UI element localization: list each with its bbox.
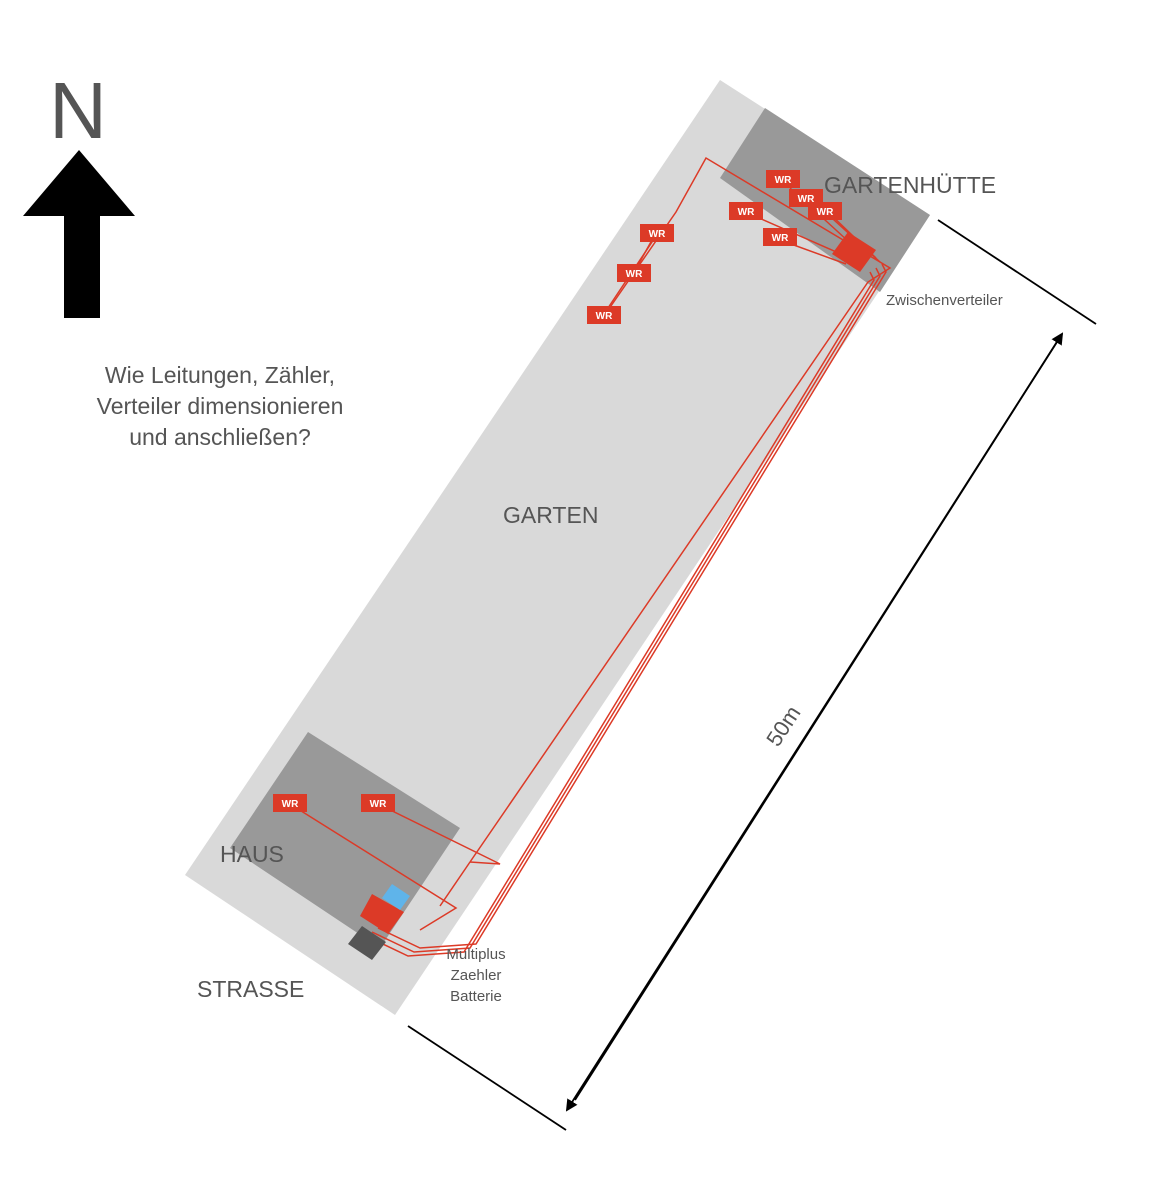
- label-garten: GARTEN: [503, 502, 598, 528]
- label-haus: HAUS: [220, 841, 284, 867]
- inverter: WR: [766, 170, 800, 188]
- question-line-3: und anschließen?: [129, 424, 311, 450]
- zwischenverteiler-box: [832, 232, 876, 272]
- distance-label: 50m: [761, 701, 805, 751]
- dimension-lines: [407, 219, 1097, 1131]
- question-line-1: Wie Leitungen, Zähler,: [105, 362, 335, 388]
- svg-text:WR: WR: [596, 311, 613, 322]
- svg-text:WR: WR: [370, 799, 387, 810]
- svg-text:WR: WR: [772, 233, 789, 244]
- inverter-group: WR WR WR WR WR WR WR WR: [273, 170, 842, 812]
- label-multiplus: Multiplus: [446, 946, 505, 963]
- north-arrow-icon: [23, 150, 135, 318]
- inverter: WR: [640, 224, 674, 242]
- label-strasse: STRASSE: [197, 976, 304, 1002]
- battery-unit: [382, 884, 410, 910]
- inverter: WR: [273, 794, 307, 812]
- north-arrow: N: [23, 66, 135, 318]
- label-zwischenverteiler: Zwischenverteiler: [886, 292, 1003, 309]
- label-zaehler: Zaehler: [451, 967, 502, 984]
- svg-text:WR: WR: [649, 229, 666, 240]
- svg-text:WR: WR: [798, 194, 815, 205]
- svg-text:WR: WR: [738, 207, 755, 218]
- multiplus-unit: [360, 894, 404, 934]
- svg-text:WR: WR: [282, 799, 299, 810]
- label-gartenhuette: GARTENHÜTTE: [824, 172, 996, 198]
- inverter: WR: [763, 228, 797, 246]
- inverter: WR: [617, 264, 651, 282]
- svg-text:WR: WR: [775, 175, 792, 186]
- label-batterie: Batterie: [450, 988, 502, 1005]
- inverter: WR: [587, 306, 621, 324]
- garden-shed: [720, 108, 930, 292]
- meter-unit: [348, 926, 386, 960]
- inverter: WR: [729, 202, 763, 220]
- svg-text:WR: WR: [626, 269, 643, 280]
- inverter: WR: [361, 794, 395, 812]
- north-letter: N: [49, 66, 107, 155]
- svg-text:WR: WR: [817, 207, 834, 218]
- inverter: WR: [808, 202, 842, 220]
- question-line-2: Verteiler dimensionieren: [97, 393, 344, 419]
